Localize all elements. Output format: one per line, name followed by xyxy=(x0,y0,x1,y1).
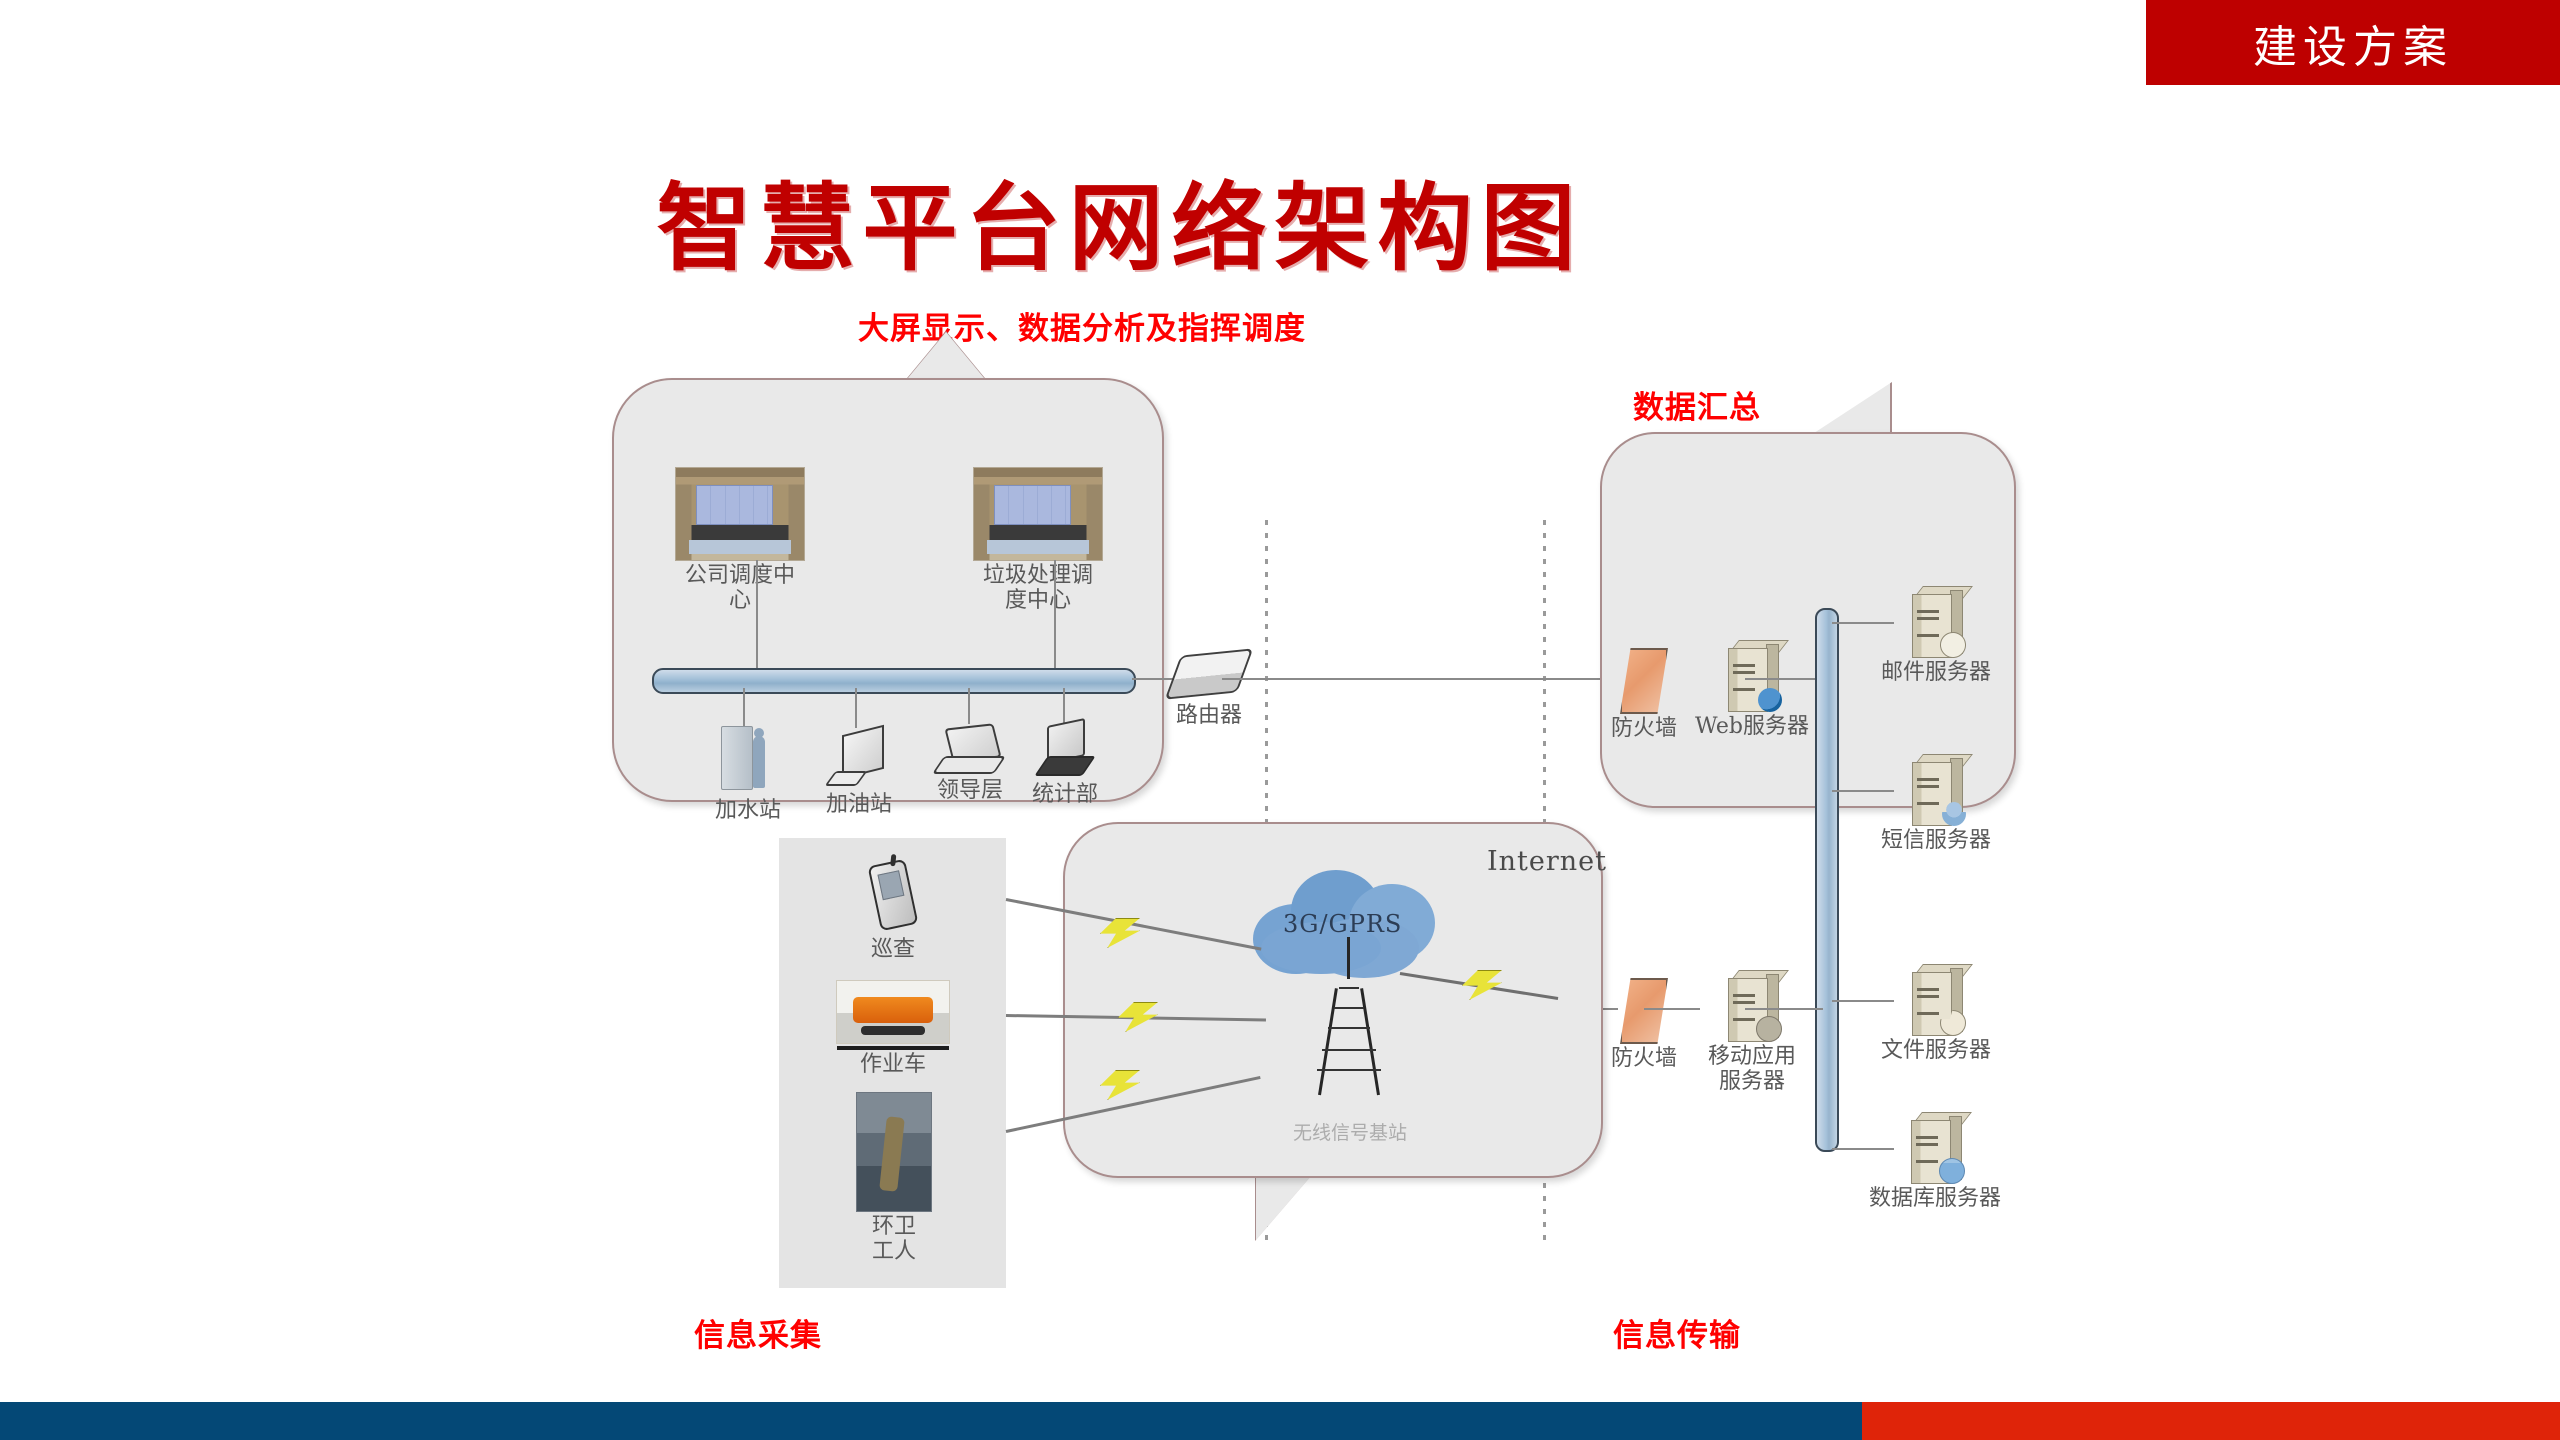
file-server-icon xyxy=(1908,964,1973,1036)
node-label: 垃圾处理调 度中心 xyxy=(982,563,1093,613)
node-label: 作业车 xyxy=(859,1052,926,1077)
node-work-truck: 作业车 xyxy=(836,980,950,1078)
footer-bar-red xyxy=(1862,1402,2560,1440)
server-bus-bar xyxy=(1815,608,1839,1152)
node-water-station: 加水站 xyxy=(700,722,796,824)
sanitation-worker-photo xyxy=(856,1092,932,1212)
link-bus-to-fuel-station xyxy=(855,688,857,728)
node-fuel-station: 加油站 xyxy=(814,724,904,818)
section-banner: 建设方案 xyxy=(2146,0,2560,85)
node-label: 移动应用 服务器 xyxy=(1707,1044,1796,1094)
divider-rule xyxy=(837,1046,949,1050)
workstation-icon xyxy=(1034,717,1096,780)
database-server-icon xyxy=(1907,1112,1972,1184)
footer-bar-blue xyxy=(0,1402,1862,1440)
base-station-label-wrap: 无线信号基站 xyxy=(1290,1120,1410,1144)
node-firewall-web: 防火墙 xyxy=(1601,648,1687,742)
annotation-data-summary: 数据汇总 xyxy=(1633,390,1761,426)
link-waste-to-bus xyxy=(1054,560,1056,672)
database-badge-icon xyxy=(1939,1158,1965,1184)
screen-wall-icon xyxy=(696,484,773,526)
screen-wall-icon xyxy=(994,484,1071,526)
sms-server-icon xyxy=(1908,754,1973,826)
link-vbus-to-mail xyxy=(1832,622,1894,624)
node-mail-server: 邮件服务器 xyxy=(1868,586,2004,686)
fuel-station-icon xyxy=(824,724,888,790)
node-label: 防火墙 xyxy=(1610,716,1677,741)
globe-badge-icon xyxy=(1758,688,1782,712)
node-label: Web服务器 xyxy=(1695,714,1809,739)
node-file-server: 文件服务器 xyxy=(1868,964,2004,1064)
node-label: 巡查 xyxy=(870,937,915,962)
link-bus-to-router xyxy=(1132,678,1174,680)
work-truck-photo xyxy=(836,980,950,1044)
node-sanitation-worker: 环卫 工人 xyxy=(856,1092,932,1264)
node-label: 领导层 xyxy=(936,778,1003,803)
mobile-app-server-icon xyxy=(1724,970,1789,1042)
firewall-icon xyxy=(1620,978,1668,1044)
node-company-dispatch-center: 公司调度中 心 xyxy=(665,467,815,613)
node-patrol: 巡查 xyxy=(845,858,941,963)
annotation-info-collection: 信息采集 xyxy=(694,1318,822,1354)
water-station-icon xyxy=(719,722,777,796)
mail-server-icon xyxy=(1908,586,1973,660)
mobile-network-cloud-icon xyxy=(1253,862,1449,980)
link-bus-to-statistics xyxy=(1063,688,1065,724)
node-label: 邮件服务器 xyxy=(1880,660,1991,685)
footer-bar xyxy=(0,1402,2560,1440)
node-label: 环卫 工人 xyxy=(871,1214,916,1264)
node-label: 加油站 xyxy=(825,792,892,817)
node-mobile-app-server: 移动应用 服务器 xyxy=(1688,970,1816,1094)
node-label: 无线信号基站 xyxy=(1292,1122,1407,1144)
internet-label: Internet xyxy=(1487,846,1608,877)
node-label: 短信服务器 xyxy=(1880,828,1991,853)
control-room-photo xyxy=(973,467,1103,561)
web-server-icon xyxy=(1724,640,1789,712)
lan-bus-bar xyxy=(652,668,1136,694)
node-label: 统计部 xyxy=(1031,782,1098,807)
firewall-icon xyxy=(1620,648,1668,714)
page-title: 智慧平台网络架构图 xyxy=(656,173,1584,284)
link-web-to-vbus xyxy=(1745,678,1823,680)
link-bus-to-water-station xyxy=(743,688,745,730)
link-vbus-to-db xyxy=(1832,1148,1894,1150)
node-label: 数据库服务器 xyxy=(1868,1186,2001,1211)
link-mobile-to-vbus xyxy=(1745,1008,1823,1010)
node-sms-server: 短信服务器 xyxy=(1868,754,2004,854)
cloud-label: 3G/GPRS xyxy=(1283,910,1403,938)
link-router-to-wan xyxy=(1222,678,1622,680)
node-label: 加水站 xyxy=(714,798,781,823)
node-label: 公司调度中 心 xyxy=(684,563,795,613)
device-badge-icon xyxy=(1756,1016,1782,1042)
node-database-server: 数据库服务器 xyxy=(1860,1112,2010,1212)
laptop-icon xyxy=(931,723,1007,776)
link-company-to-bus xyxy=(756,560,758,672)
node-label: 文件服务器 xyxy=(1880,1038,1991,1063)
node-leadership: 领导层 xyxy=(923,723,1017,804)
node-label: 路由器 xyxy=(1175,703,1242,728)
link-vbus-to-sms xyxy=(1832,790,1894,792)
node-statistics-dept: 统计部 xyxy=(1020,717,1110,808)
user-badge-icon xyxy=(1942,802,1966,826)
desk-shape xyxy=(688,539,792,555)
node-web-server: Web服务器 xyxy=(1688,640,1816,740)
node-router: 路由器 xyxy=(1156,648,1262,729)
link-fw2-to-mobile xyxy=(1644,1008,1700,1010)
link-bus-to-leadership xyxy=(968,688,970,724)
node-label: 防火墙 xyxy=(1610,1046,1677,1071)
mobile-phone-icon xyxy=(867,858,919,932)
annotation-info-transmission: 信息传输 xyxy=(1613,1318,1741,1354)
base-station-tower-icon xyxy=(1310,937,1388,1096)
callout-tail-center xyxy=(1256,1168,1318,1240)
router-icon xyxy=(1164,648,1254,700)
node-waste-dispatch-center: 垃圾处理调 度中心 xyxy=(963,467,1113,613)
link-vbus-to-file xyxy=(1832,1000,1894,1002)
node-firewall-mobile: 防火墙 xyxy=(1601,978,1687,1072)
desk-shape xyxy=(986,539,1090,555)
control-room-photo xyxy=(675,467,805,561)
